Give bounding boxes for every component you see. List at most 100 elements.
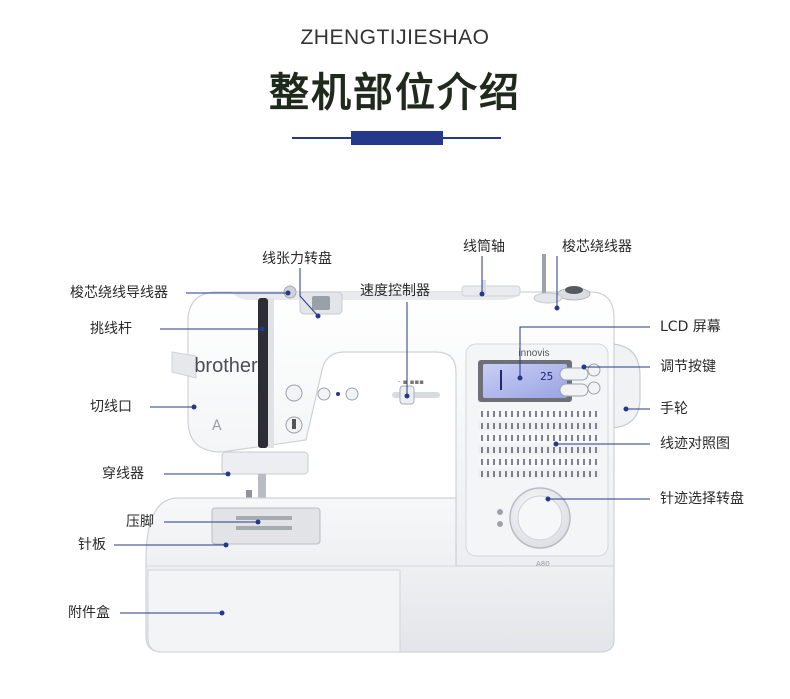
stitch-mark [547, 411, 549, 417]
tension-dial [299, 291, 343, 315]
stitch-mark [559, 447, 561, 453]
stitch-mark [481, 435, 483, 441]
stitch-mark [577, 447, 579, 453]
stitch-mark [487, 435, 489, 441]
svg-text:- ▪ ▪▪▪: - ▪ ▪▪▪ [398, 378, 424, 386]
stitch-mark [595, 423, 597, 429]
stitch-mark [523, 435, 525, 441]
stitch-mark [541, 435, 543, 441]
label-presser-foot: 压脚 [126, 514, 154, 530]
needle-plate [211, 507, 321, 545]
stitch-mark [481, 423, 483, 429]
leader-take-up-lever-dot [259, 326, 265, 332]
stitch-mark [529, 423, 531, 429]
label-needle-threader: 穿线器 [102, 466, 144, 482]
title-accent-bar [351, 131, 443, 145]
leader-lcd-screen [519, 326, 650, 378]
stitch-mark [559, 471, 561, 477]
stitch-row [478, 409, 600, 418]
stitch-mark [487, 471, 489, 477]
stitch-mark [511, 435, 513, 441]
stitch-mark [499, 447, 501, 453]
stitch-mark [505, 447, 507, 453]
label-adjust-buttons: 调节按键 [660, 359, 716, 375]
stitch-mark [541, 471, 543, 477]
stitch-mark [571, 447, 573, 453]
stitch-mark [583, 423, 585, 429]
stitch-mark [493, 423, 495, 429]
stitch-mark [541, 423, 543, 429]
stitch-mark [505, 423, 507, 429]
take-up-lever [258, 298, 274, 448]
leader-lcd-screen-dot [517, 375, 523, 381]
leader-needle-plate-dot [223, 542, 229, 548]
stitch-mark [517, 435, 519, 441]
stitch-mark [499, 459, 501, 465]
brand-logo: brother [194, 355, 258, 377]
stitch-mark [571, 435, 573, 441]
leader-presser-foot-dot [255, 519, 261, 525]
stitch-mark [523, 411, 525, 417]
stitch-mark [553, 411, 555, 417]
stitch-mark [547, 423, 549, 429]
stitch-mark [505, 459, 507, 465]
stitch-mark [487, 423, 489, 429]
leader-tension-dial-dot [315, 313, 321, 319]
stitch-row [478, 445, 600, 454]
stitch-mark [535, 435, 537, 441]
stitch-mark [499, 435, 501, 441]
stitch-mark [493, 471, 495, 477]
label-thread-cutter: 切线口 [90, 399, 132, 415]
stitch-mark [523, 423, 525, 429]
stitch-mark [583, 411, 585, 417]
stitch-mark [523, 459, 525, 465]
stitch-mark [499, 411, 501, 417]
label-speed-control: 速度控制器 [360, 283, 430, 299]
stitch-mark [529, 435, 531, 441]
stitch-mark [493, 435, 495, 441]
stitch-row [478, 457, 600, 466]
stitch-mark [595, 411, 597, 417]
leader-spool-pin-dot [479, 291, 485, 297]
stitch-mark [565, 447, 567, 453]
leader-adjust-buttons-dot [581, 364, 587, 370]
stitch-mark [505, 435, 507, 441]
stitch-mark [535, 471, 537, 477]
stitch-mark [481, 447, 483, 453]
stitch-mark [565, 423, 567, 429]
stitch-mark [487, 447, 489, 453]
stitch-mark [517, 423, 519, 429]
stitch-mark [583, 471, 585, 477]
stitch-mark [595, 471, 597, 477]
page-subtitle: ZHENGTIJIESHAO [300, 26, 490, 49]
label-lcd-screen: LCD 屏幕 [660, 319, 721, 335]
stitch-mark [553, 471, 555, 477]
stitch-mark [523, 447, 525, 453]
stitch-mark [535, 411, 537, 417]
label-needle-plate: 针板 [78, 537, 106, 553]
stitch-chart [478, 409, 600, 478]
leader-lines [114, 256, 650, 616]
label-stitch-dial: 针迹选择转盘 [660, 491, 744, 507]
stitch-mark [559, 423, 561, 429]
stitch-mark [541, 459, 543, 465]
stitch-mark [553, 459, 555, 465]
stitch-mark [493, 411, 495, 417]
lcd-readout: 25 [540, 370, 553, 383]
leader-bobbin-winder-guide-dot [285, 290, 291, 296]
stitch-mark [559, 435, 561, 441]
stitch-mark [589, 471, 591, 477]
stitch-mark [571, 471, 573, 477]
stitch-mark [487, 459, 489, 465]
label-stitch-chart: 线迹对照图 [660, 436, 730, 452]
stitch-mark [583, 447, 585, 453]
stitch-mark [511, 471, 513, 477]
stitch-mark [511, 423, 513, 429]
stitch-mark [565, 411, 567, 417]
stitch-mark [517, 447, 519, 453]
stitch-row [478, 469, 600, 478]
stitch-mark [517, 471, 519, 477]
stitch-mark [505, 471, 507, 477]
leader-tension-dial [299, 268, 319, 317]
